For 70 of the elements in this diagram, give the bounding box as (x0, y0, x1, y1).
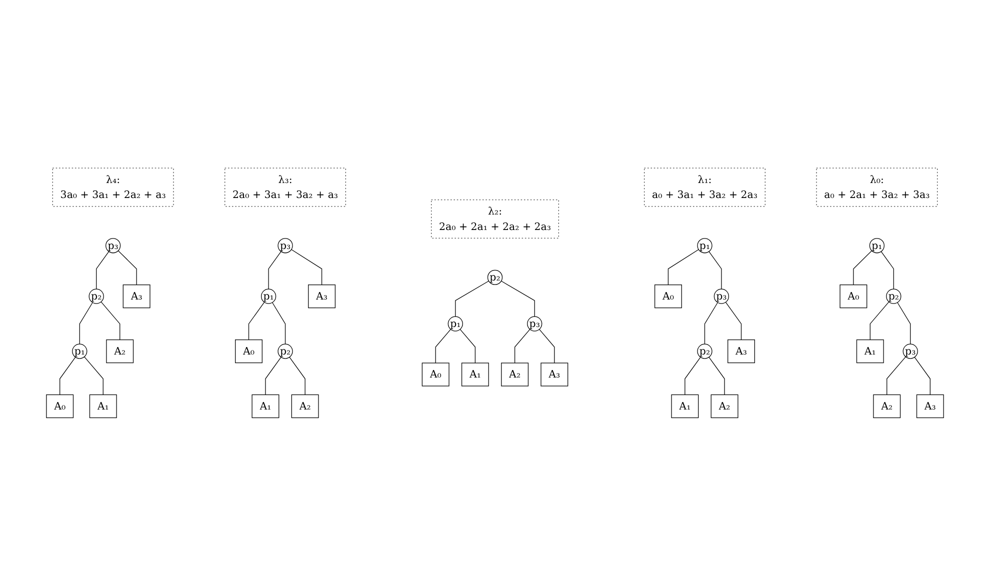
connector (704, 302, 718, 344)
node-box: A₁ (252, 394, 280, 418)
node-box: A₁ (461, 362, 489, 386)
node-box: λ₁: a₀ + 3a₁ + 3a₂ + 2a₃ (644, 167, 766, 206)
node-box: λ₄: 3a₀ + 3a₁ + 2a₂ + a₃ (52, 167, 174, 206)
node-box: A₂ (873, 394, 901, 418)
node-circle: p₁ (697, 238, 712, 253)
node-circle: p₂ (886, 288, 902, 304)
node-box: A₃ (916, 394, 944, 418)
node-box: A₃ (308, 284, 336, 308)
connector (60, 356, 76, 395)
node-circle: p₃ (527, 316, 542, 331)
connector (265, 356, 282, 395)
node-box: A₂ (710, 394, 738, 418)
connector (272, 302, 286, 344)
node-box: A₂ (291, 394, 319, 418)
node-circle: p₁ (448, 316, 463, 331)
connector (435, 328, 452, 363)
connector (684, 356, 701, 395)
node-circle: p₃ (278, 238, 293, 253)
connector (880, 250, 894, 289)
node-box: A₃ (122, 284, 150, 308)
node-circle: p₂ (278, 343, 293, 358)
node-box: A₀ (46, 394, 74, 418)
node-box: λ₃: 2a₀ + 3a₁ + 3a₂ + a₃ (224, 167, 346, 206)
node-circle: p₃ (902, 343, 918, 358)
connector (500, 280, 535, 316)
node-circle: p₁ (869, 238, 884, 253)
node-box: A₁ (89, 394, 117, 418)
node-box: A₀ (654, 284, 682, 308)
node-box: A₁ (856, 339, 884, 363)
node-box: A₂ (501, 362, 529, 386)
connector (897, 302, 911, 344)
node-circle: p₂ (88, 288, 104, 304)
connector (291, 248, 322, 285)
connector (96, 250, 110, 289)
connector (870, 301, 890, 340)
connector (84, 356, 104, 395)
node-circle: p₃ (106, 238, 121, 253)
connector (914, 356, 930, 395)
connector (460, 328, 476, 363)
node-circle: p₂ (487, 269, 503, 284)
node-circle: p₂ (697, 343, 712, 358)
node-box: λ₀: a₀ + 2a₁ + 3a₂ + 3a₃ (816, 167, 938, 206)
connector (538, 328, 555, 363)
node-box: A₃ (728, 339, 755, 363)
node-box: λ₂: 2a₀ + 2a₁ + 2a₂ + 2a₃ (431, 199, 559, 238)
node-box: A₂ (106, 339, 134, 363)
node-box: A₃ (540, 362, 568, 386)
node-circle: p₁ (261, 288, 276, 304)
connector (708, 356, 725, 395)
connector (725, 301, 742, 340)
node-box: A₀ (235, 339, 262, 363)
connector (668, 248, 699, 285)
connector (268, 250, 282, 289)
connector (708, 250, 722, 289)
connector (118, 250, 137, 285)
connector (455, 280, 490, 316)
connector (100, 301, 120, 340)
node-circle: p₁ (72, 343, 88, 358)
connector (79, 302, 93, 344)
connector (248, 301, 265, 340)
node-box: A₀ (840, 284, 868, 308)
connector (886, 356, 906, 395)
node-box: A₀ (422, 362, 450, 386)
connector (853, 250, 872, 285)
connector (289, 356, 306, 395)
node-box: A₁ (671, 394, 699, 418)
connector (514, 328, 530, 363)
node-circle: p₃ (714, 288, 729, 304)
